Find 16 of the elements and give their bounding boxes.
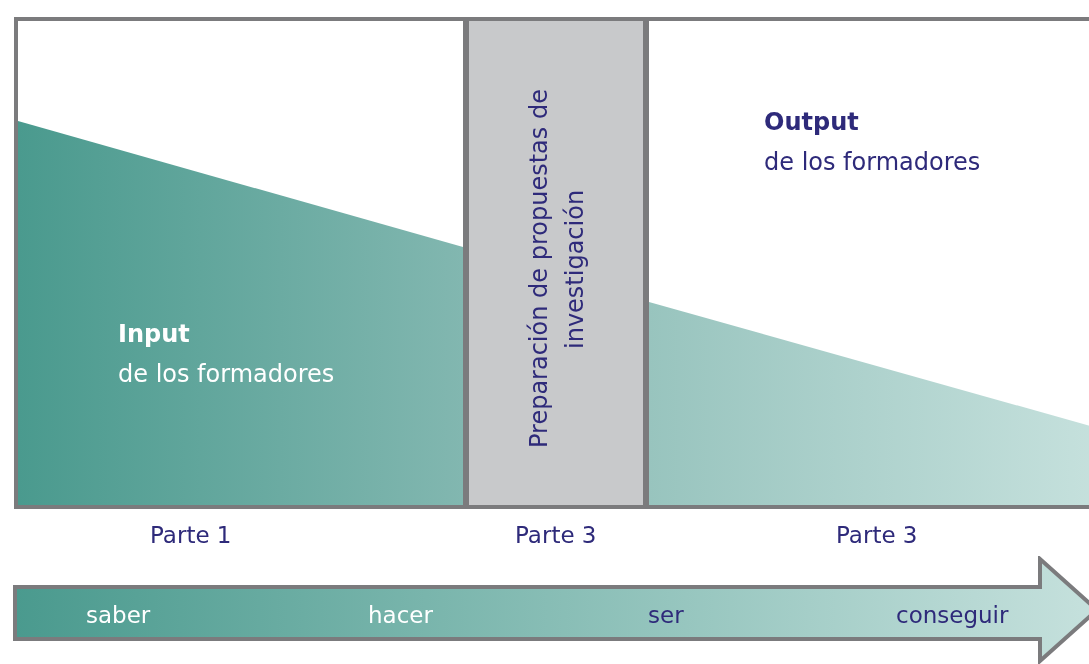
stage-label: hacer <box>368 601 433 630</box>
vertical-title: Preparación de propuestas de investigación <box>524 88 590 451</box>
part-label: Parte 3 <box>836 521 918 550</box>
stage-label: saber <box>86 601 151 630</box>
subheading: de los formadores <box>764 147 981 177</box>
stage-label: conseguir <box>896 601 1009 630</box>
stage-label: ser <box>648 601 684 630</box>
heading: Input <box>118 319 190 349</box>
heading: Output <box>764 107 859 137</box>
progress-arrow <box>12 556 1089 664</box>
part-label: Parte 3 <box>515 521 597 550</box>
research-band <box>465 17 647 509</box>
input-panel <box>14 17 467 509</box>
part-label: Parte 1 <box>150 521 232 550</box>
subheading: de los formadores <box>118 359 335 389</box>
output-panel <box>645 17 1089 509</box>
